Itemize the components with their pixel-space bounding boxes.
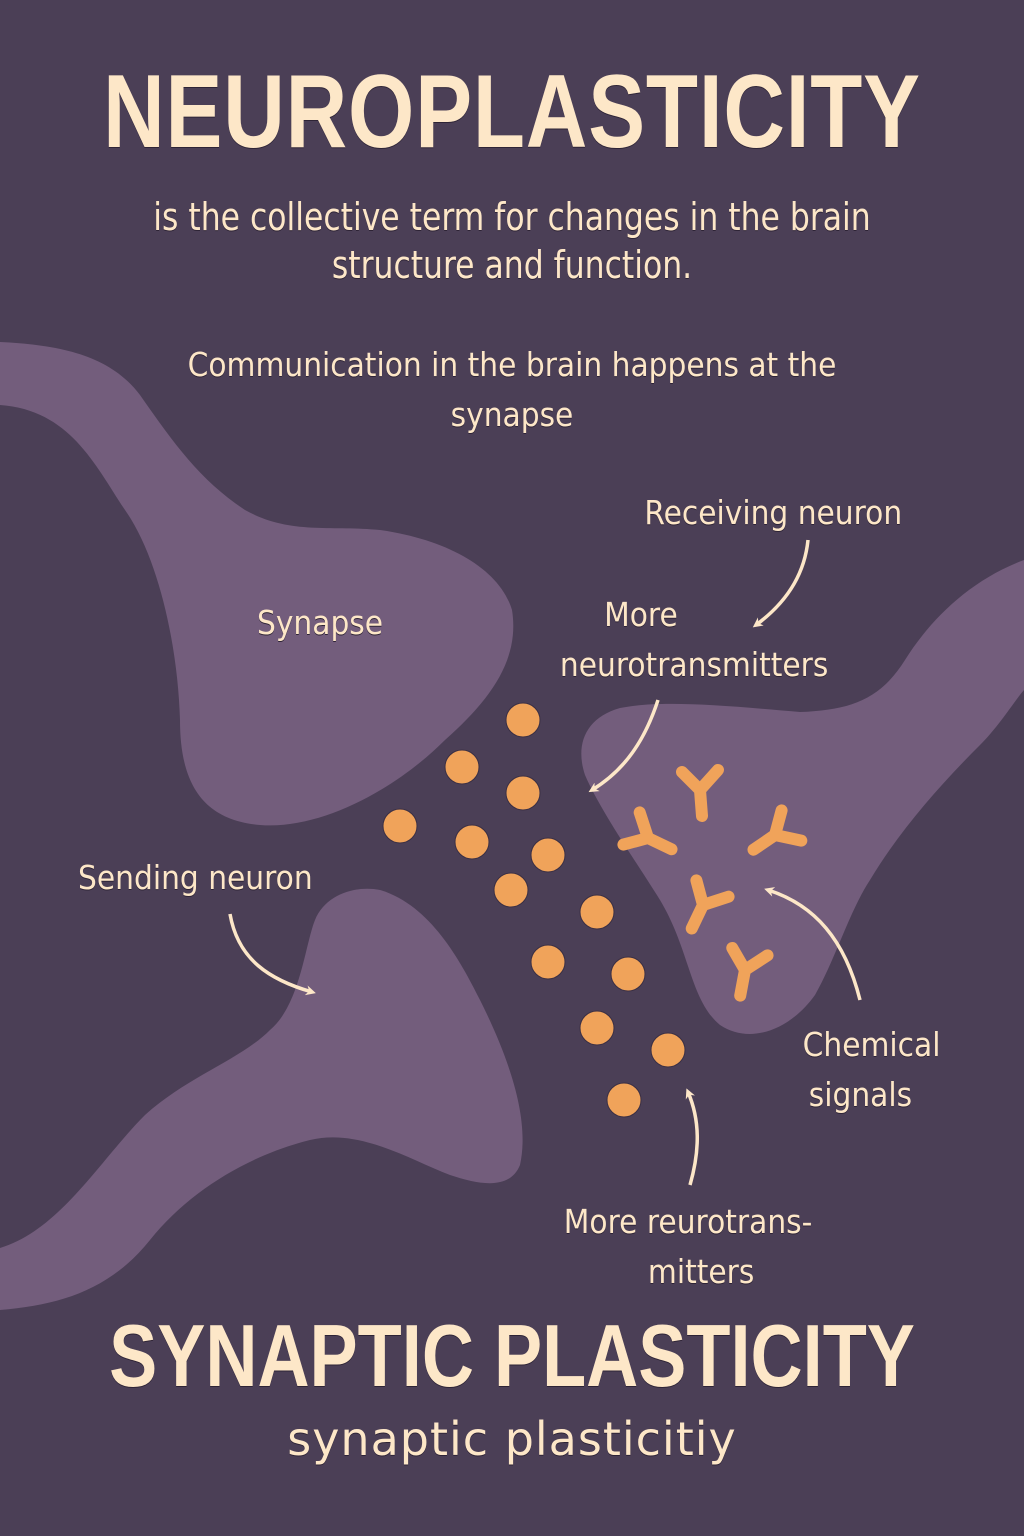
receptor-icon [617, 806, 678, 856]
neurotransmitter-dot-icon [579, 1010, 615, 1046]
neurotransmitter-dot-icon [382, 808, 418, 844]
receiving-neuron-arrow-icon [752, 539, 810, 628]
sending-neuron-arrow-icon [228, 913, 316, 996]
neurotransmitter-dot-icon [444, 749, 480, 785]
chemical-signals-label-line1: Chemical [802, 1025, 941, 1064]
chemical-signals-label-line2: signals [808, 1075, 913, 1114]
neurotransmitter-dot-icon [530, 837, 566, 873]
neurotransmitter-dot-icon [650, 1032, 686, 1068]
neurotransmitter-dot-icon [606, 1082, 642, 1118]
subtitle: is the collective term for changes in th… [153, 195, 871, 287]
sending-neuron-label: Sending neuron [78, 858, 313, 897]
receptors [617, 764, 808, 1002]
neurotransmitter-dot-icon [579, 894, 615, 930]
footer-title: SYNAPTIC PLASTICITY [109, 1306, 915, 1405]
receptor-icon [685, 874, 735, 935]
bottom-neurotransmitters-label-line1: More reurotrans- [563, 1202, 813, 1241]
chemical-signals-arrow-icon [764, 887, 862, 1001]
main-title: NEUROPLASTICITY [103, 54, 921, 170]
neurotransmitter-dot-icon [530, 944, 566, 980]
sending-neuron-shape [0, 888, 523, 1310]
neurotransmitter-dot-icon [505, 775, 541, 811]
upper-neuron-shape [0, 342, 514, 826]
bottom-neurotransmitters-arrow-icon [685, 1088, 699, 1186]
receptor-icon [676, 764, 724, 822]
footer-subtitle: synaptic plasticitiy [287, 1412, 737, 1466]
neurotransmitter-dot-icon [493, 872, 529, 908]
neurotransmitter-dot-icon [610, 956, 646, 992]
more-neurotransmitters-label-line1: More [604, 595, 678, 634]
neurotransmitter-dots [382, 702, 686, 1118]
receptor-icon [747, 804, 808, 856]
intro-text: Communication in the brain happens at th… [187, 345, 837, 434]
synapse-label: Synapse [257, 603, 384, 642]
receiving-neuron-label: Receiving neuron [644, 493, 903, 532]
receptor-icon [726, 941, 774, 1002]
bottom-neurotransmitters-label-line2: mitters [647, 1252, 755, 1291]
more-neurotransmitters-arrow-icon [588, 699, 660, 793]
more-neurotransmitters-label-line2: neurotransmitters [559, 645, 829, 684]
neurotransmitter-dot-icon [454, 824, 490, 860]
neurotransmitter-dot-icon [505, 702, 541, 738]
